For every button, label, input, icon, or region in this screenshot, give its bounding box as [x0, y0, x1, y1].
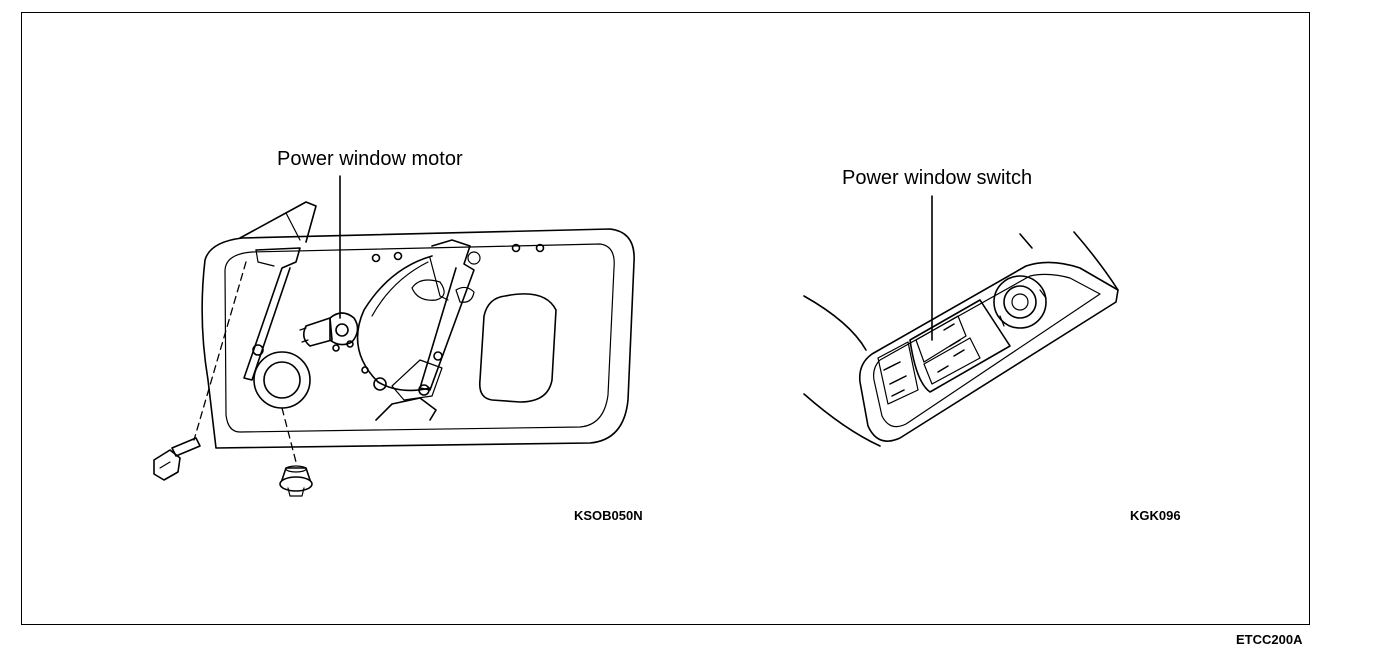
figure-code: ETCC200A	[1236, 632, 1303, 647]
fastener-lines	[194, 262, 296, 462]
power-window-switch-label: Power window switch	[842, 167, 1033, 189]
power-window-motor	[300, 313, 358, 351]
bolt-icon	[154, 438, 200, 480]
power-window-motor-label: Power window motor	[277, 148, 463, 170]
door-panel	[202, 202, 634, 448]
right-panel-code: KGK096	[1130, 508, 1181, 523]
armrest-outline	[804, 232, 1118, 446]
figure-frame	[21, 12, 1310, 625]
power-window-switch	[878, 276, 1046, 404]
left-panel-code: KSOB050N	[574, 508, 643, 523]
window-regulator	[244, 240, 544, 420]
grommet-icon	[280, 466, 312, 496]
